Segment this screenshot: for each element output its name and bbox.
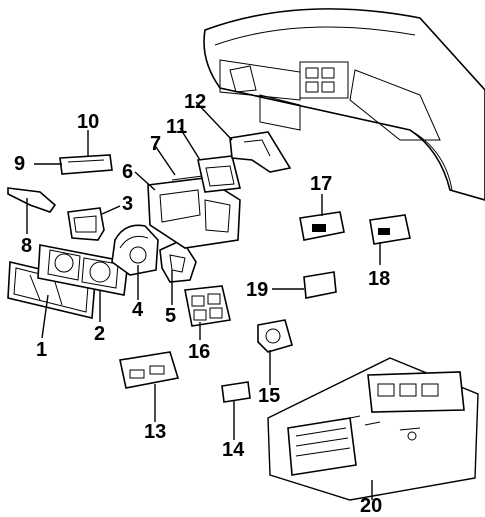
dashboard-outline [203,8,485,201]
callout-1: 1 [36,339,47,361]
callout-9: 9 [14,153,25,175]
callout-12: 12 [184,91,206,113]
callout-labels: 1 2 3 4 5 6 7 8 9 10 11 12 13 14 15 16 1… [14,91,390,517]
part-17-module [299,211,345,241]
part-19-switch [303,271,337,299]
callout-17: 17 [310,173,332,195]
callout-14: 14 [222,439,245,461]
part-10-trim-strip [59,154,113,175]
leader-lines [26,101,381,500]
part-13-control-unit [119,351,180,389]
callout-19: 19 [246,279,268,301]
callout-15: 15 [258,385,280,407]
callout-6: 6 [122,161,133,183]
callout-5: 5 [165,305,176,327]
part-12-mount [229,131,292,173]
callout-7: 7 [150,133,161,155]
callout-20: 20 [360,495,382,517]
part-2-instrument-cluster [37,244,129,296]
callout-18: 18 [368,268,390,290]
callout-11: 11 [166,116,187,138]
callout-8: 8 [21,235,32,257]
part-11-bracket [197,155,241,193]
part-4-meter-face [111,224,159,276]
callout-10: 10 [77,111,99,133]
callout-16: 16 [188,341,210,363]
callout-3: 3 [122,193,133,215]
part-20-climate-control [267,357,479,501]
part-16-switch-panel [184,285,231,327]
callout-4: 4 [132,299,144,321]
part-15-switch-assembly [257,319,293,353]
callout-13: 13 [144,421,166,443]
part-14-switch [221,381,251,403]
part-18-module [369,214,411,245]
part-3-gauge [67,207,105,241]
part-8-clip-bracket [7,187,57,213]
callout-2: 2 [94,323,105,345]
